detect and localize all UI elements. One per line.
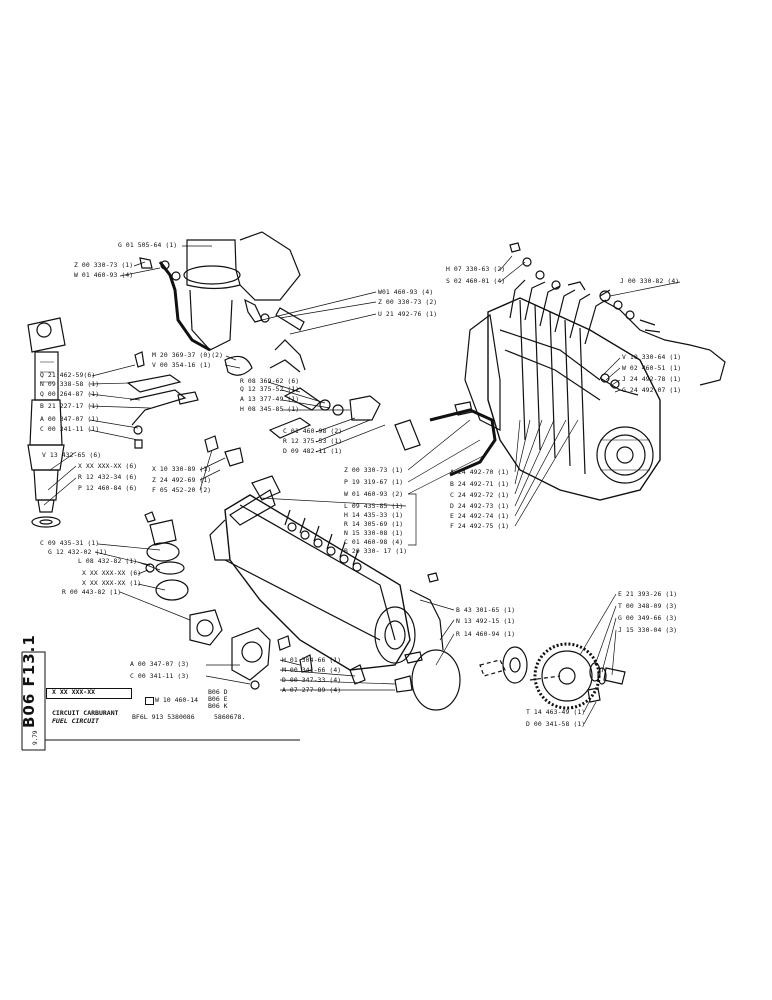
part-label: C 24 492-72 (1) [450, 491, 510, 499]
part-label: R 08 369-62 (6) [240, 377, 300, 385]
part-label: G 24 492-07 (1) [622, 386, 682, 394]
part-label: A 00 347-07 (1) [40, 415, 100, 423]
part-label: T 00 348-09 (3) [618, 602, 678, 610]
part-label: B 21 227-17 (1) [40, 402, 100, 410]
kit-checkbox [145, 697, 154, 705]
part-label: R 14 460-94 (1) [456, 630, 516, 638]
part-label: B 24 492-71 (1) [450, 480, 510, 488]
ref-placeholder: X XX XXX-XX [52, 688, 96, 696]
part-label: R 00 443-82 (1) [62, 588, 122, 596]
injection-pump-drawing [204, 435, 444, 693]
part-label: P 19 319-67 (1) [344, 478, 404, 486]
part-label: X XX XXX-XX (1) [82, 579, 142, 587]
part-label: C 00 341-11 (3) [130, 672, 190, 680]
part-label: M 20 369-37 (0)(2) [152, 351, 224, 359]
engine-block-drawing [464, 242, 726, 501]
part-label: N 15 330-08 (1) [344, 529, 404, 537]
bracket-drawing [126, 351, 497, 477]
part-label: X XX XXX-XX (6) [78, 462, 138, 470]
part-label: V 00 354-16 (1) [152, 361, 212, 369]
feed-pump-drawing [144, 511, 291, 690]
part-label: P 12 460-84 (6) [78, 484, 138, 492]
part-label: Q 00 264-87 (1) [40, 390, 100, 398]
title-en: FUEL CIRCUIT [52, 717, 99, 725]
part-label: Q 21 462-59(6) [40, 371, 96, 379]
part-label: J 15 330-04 (3) [618, 626, 678, 634]
part-label: Z 00 330-73 (2) [378, 298, 438, 306]
engine-number: 5860678. [214, 713, 246, 721]
part-label: W 02 460-51 (1) [622, 364, 682, 372]
injector-drawing [27, 317, 66, 528]
part-label: F 05 452-20 (2) [152, 486, 212, 494]
part-label: B 20 330- 17 (1) [344, 547, 408, 555]
engine-type: BF6L 913 5380086 [132, 713, 195, 721]
leader-lines [43, 245, 681, 725]
part-label: G 00 349-66 (3) [618, 614, 678, 622]
part-label: J 24 492-78 (1) [622, 375, 682, 383]
part-label: R 12 432-34 (6) [78, 473, 138, 481]
sheet-code: B06 F13.1 [20, 634, 38, 728]
part-label: C 00 341-11 (1) [40, 425, 100, 433]
part-label: C 01 460-98 (2) [283, 427, 343, 435]
part-label: A 13 377-49 (1) [240, 395, 300, 403]
page-ref: 9.79 [32, 730, 39, 745]
part-label: Z 00 330-73 (1) [344, 466, 404, 474]
part-label: C 01 460-98 (4) [344, 538, 404, 546]
part-label: Q 12 375-52 (1) [240, 385, 300, 393]
part-label: E 21 393-26 (1) [618, 590, 678, 598]
title-fr: CIRCUIT CARBURANT [52, 709, 119, 717]
part-label: M 00 341-66 (4) [282, 666, 342, 674]
part-label: F 24 492-75 (1) [450, 522, 510, 530]
variant-2: B06 E [208, 695, 228, 703]
part-label: X 10 330-89 (1) [152, 465, 212, 473]
variant-1: B06 D [208, 688, 228, 696]
part-label: W01 460-93 (4) [378, 288, 434, 296]
part-label: Z 24 492-69 (1) [152, 476, 212, 484]
part-label: R 14 305-69 (1) [344, 520, 404, 528]
part-label: H 14 435-33 (1) [344, 511, 404, 519]
part-label: A 07 277-89 (4) [282, 686, 342, 694]
part-label: S 02 460-01 (4) [446, 277, 506, 285]
part-label: X XX XXX-XX (6) [82, 569, 142, 577]
part-label: V 13 432-65 (6) [42, 451, 102, 459]
part-label: H 07 330-63 (2) [446, 265, 506, 273]
part-label: W 01 460-93 (2) [344, 490, 404, 498]
part-label: C 09 435-31 (1) [40, 539, 100, 547]
part-label: E 24 492-74 (1) [450, 512, 510, 520]
part-label: V 10 330-64 (1) [622, 353, 682, 361]
filter-housing-drawing [139, 231, 306, 371]
part-label: D 24 492-73 (1) [450, 502, 510, 510]
part-label: B 43 301-65 (1) [456, 606, 516, 614]
part-label: Z 00 330-73 (1) [74, 261, 134, 269]
part-label: R 12 375-53 (1) [283, 437, 343, 445]
part-label: G 01 505-64 (1) [118, 241, 178, 249]
part-label: N 09 338-58 (1) [40, 380, 100, 388]
part-label: J 00 330-82 (4) [620, 277, 680, 285]
part-label: N 13 492-15 (1) [456, 617, 516, 625]
part-label: G 12 432-02 (1) [48, 548, 108, 556]
part-label: L 08 432-82 (1) [78, 557, 138, 565]
part-label: W 01 460-93 (4) [74, 271, 134, 279]
part-label: D 00 341-58 (1) [526, 720, 586, 728]
part-label: D 09 482-11 (1) [283, 447, 343, 455]
kit-number: W 10 460-14 [155, 696, 199, 704]
part-label: U 21 492-76 (1) [378, 310, 438, 318]
part-label: D 00 347-33 (4) [282, 676, 342, 684]
part-label: A 00 347-07 (3) [130, 660, 190, 668]
drive-gear-drawing [411, 642, 626, 711]
title-frame [21, 651, 300, 751]
part-label: L 09 435-85 (1) [344, 502, 404, 510]
part-label: H 08 345-85 (1) [240, 405, 300, 413]
variant-3: B06 K [208, 702, 228, 710]
part-label: A 24 492-70 (1) [450, 468, 510, 476]
ref-placeholder-box [46, 688, 132, 699]
part-label: T 14 463-49 (1) [526, 708, 586, 716]
part-label: H 01 304-66 (1) [282, 656, 342, 664]
